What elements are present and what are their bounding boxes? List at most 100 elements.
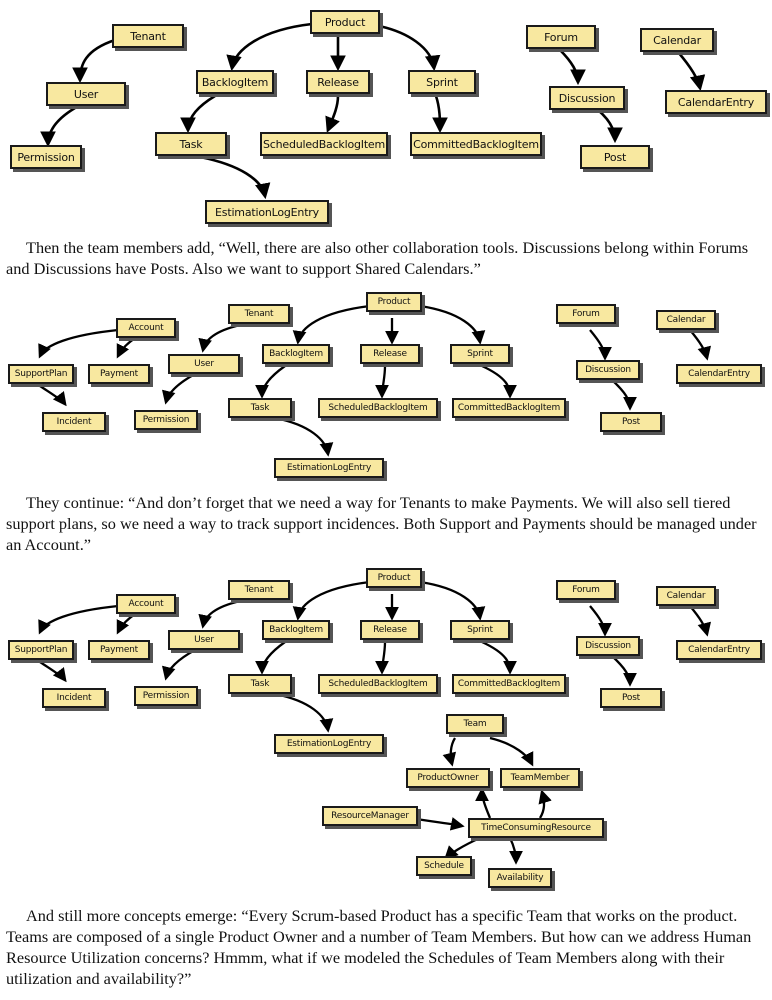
entity-task: Task (155, 132, 227, 156)
domain-diagram-2: Account SupportPlan Payment Incident Ten… (0, 290, 772, 490)
arrow-discussion-post (597, 109, 623, 144)
arrow-product-sprint (419, 580, 486, 621)
arrow-account-supportplan (38, 604, 119, 635)
arrow-product-sprint (367, 22, 441, 72)
entity-sprint: Sprint (408, 70, 476, 94)
arrow-user-permission (161, 372, 196, 405)
arrow-release-scheduled (375, 365, 389, 399)
arrow-discussion-post (611, 655, 637, 687)
entity-committedbacklogitem: CommittedBacklogItem (452, 398, 566, 418)
arrow-forum-discussion (559, 49, 586, 86)
entity-scheduledbacklogitem: ScheduledBacklogItem (318, 398, 438, 418)
entity-scheduledbacklogitem: ScheduledBacklogItem (260, 132, 388, 156)
entity-user: User (46, 82, 126, 106)
entity-schedule: Schedule (416, 856, 472, 876)
arrow-task-estimation (274, 692, 334, 733)
entity-committedbacklogitem: CommittedBacklogItem (452, 674, 566, 694)
entity-timeconsumingresource: TimeConsumingResource (468, 818, 604, 838)
entity-sprint: Sprint (450, 344, 510, 364)
entity-user: User (168, 354, 240, 374)
entity-payment: Payment (88, 364, 150, 384)
entity-task: Task (228, 674, 292, 694)
arrow-product-backlogitem (292, 580, 371, 621)
entity-productowner: ProductOwner (406, 768, 490, 788)
arrow-account-payment (116, 337, 136, 359)
arrow-timeconsuming-availability (508, 837, 523, 865)
entity-product: Product (310, 10, 380, 34)
entity-committedbacklogitem: CommittedBacklogItem (410, 132, 542, 156)
arrow-product-sprint (419, 304, 486, 345)
entity-calendar: Calendar (656, 310, 716, 330)
arrow-team-productowner (442, 737, 457, 767)
arrow-backlogitem-task (180, 94, 216, 134)
arrow-user-permission (40, 106, 76, 148)
arrow-backlogitem-task (255, 641, 286, 675)
entity-release: Release (360, 344, 420, 364)
entity-post: Post (600, 412, 662, 432)
entity-calendar: Calendar (656, 586, 716, 606)
paragraph-2: They continue: “And don’t forget that we… (6, 493, 757, 554)
entity-sprint: Sprint (450, 620, 510, 640)
arrow-team-teammember (489, 736, 534, 767)
entity-product: Product (366, 292, 422, 312)
arrow-backlogitem-task (255, 365, 286, 399)
entity-permission: Permission (134, 410, 198, 430)
entity-scheduledbacklogitem: ScheduledBacklogItem (318, 674, 438, 694)
arrow-supportplan-incident (39, 661, 67, 683)
entity-supportplan: SupportPlan (8, 364, 74, 384)
arrow-forum-discussion (589, 605, 612, 637)
arrow-calendar-calendarentry (689, 605, 712, 637)
entity-user: User (168, 630, 240, 650)
arrow-timeconsuming-schedule (444, 836, 481, 860)
entity-product: Product (366, 568, 422, 588)
arrow-supportplan-incident (39, 385, 67, 407)
paragraph-3: And still more concepts emerge: “Every S… (6, 906, 752, 988)
entity-task: Task (228, 398, 292, 418)
entity-release: Release (360, 620, 420, 640)
diagram-3-arrows (38, 580, 712, 865)
entity-estimationlogentry: EstimationLogEntry (274, 734, 384, 754)
entity-estimationlogentry: EstimationLogEntry (205, 200, 329, 224)
arrow-discussion-post (611, 379, 637, 411)
entity-permission: Permission (134, 686, 198, 706)
entity-tenant: Tenant (228, 580, 290, 600)
entity-post: Post (600, 688, 662, 708)
entity-post: Post (580, 145, 650, 169)
entity-payment: Payment (88, 640, 150, 660)
entity-teammember: TeamMember (500, 768, 580, 788)
entity-forum: Forum (556, 304, 616, 324)
arrow-sprint-committed (481, 364, 517, 399)
entity-incident: Incident (42, 412, 106, 432)
entity-estimationlogentry: EstimationLogEntry (274, 458, 384, 478)
entity-account: Account (116, 594, 176, 614)
entity-resourcemanager: ResourceManager (322, 806, 418, 826)
entity-availability: Availability (488, 868, 552, 888)
entity-account: Account (116, 318, 176, 338)
arrow-user-permission (161, 648, 196, 681)
domain-diagram-1: Tenant User Permission Product BacklogIt… (0, 0, 772, 232)
diagram-1-arrows (40, 22, 706, 200)
entity-discussion: Discussion (576, 360, 640, 380)
arrow-tenant-user (72, 38, 116, 84)
entity-calendarentry: CalendarEntry (676, 640, 762, 660)
entity-permission: Permission (10, 145, 82, 169)
arrow-calendar-calendarentry (677, 51, 706, 92)
entity-backlogitem: BacklogItem (262, 620, 330, 640)
arrow-tenant-user (198, 322, 246, 353)
diagram-2-arrows (38, 304, 712, 457)
arrow-release-scheduled (325, 95, 340, 133)
arrow-sprint-committed (432, 95, 448, 134)
entity-tenant: Tenant (112, 24, 184, 48)
entity-calendar: Calendar (640, 28, 714, 52)
arrow-calendar-calendarentry (689, 329, 712, 361)
entity-incident: Incident (42, 688, 106, 708)
arrow-product-backlogitem (292, 304, 371, 345)
arrow-task-estimation (199, 155, 271, 200)
arrow-release-scheduled (375, 641, 389, 675)
entity-supportplan: SupportPlan (8, 640, 74, 660)
entity-tenant: Tenant (228, 304, 290, 324)
entity-forum: Forum (526, 25, 596, 49)
entity-backlogitem: BacklogItem (196, 70, 274, 94)
entity-calendarentry: CalendarEntry (676, 364, 762, 384)
entity-team: Team (446, 714, 504, 734)
